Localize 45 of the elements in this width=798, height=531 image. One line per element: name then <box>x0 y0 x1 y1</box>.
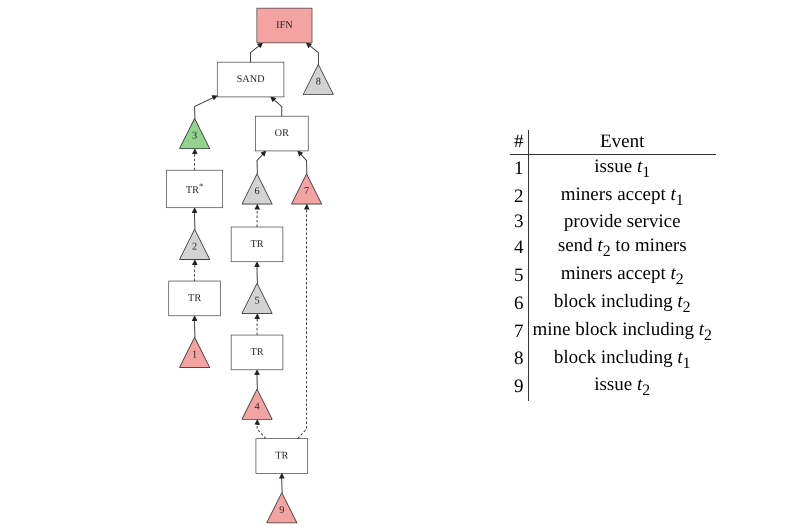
arrow <box>192 260 198 282</box>
event-description: miners accept t$_{1}$ <box>528 182 716 210</box>
node-box: TR <box>256 438 308 474</box>
arrow <box>254 419 266 440</box>
arrow <box>256 150 266 175</box>
node-box: TR <box>230 226 284 262</box>
event-description: issue t$_{2}$ <box>528 373 716 402</box>
node-box: TR$^{*}$ <box>166 170 223 208</box>
event-number: 6 <box>510 290 528 318</box>
event-description: issue t$_{1}$ <box>528 154 716 183</box>
event-number: 3 <box>510 210 528 234</box>
node-box: IFN <box>256 8 312 44</box>
event-number: 9 <box>510 373 528 402</box>
event-description: miners accept t$_{2}$ <box>528 262 716 290</box>
event-number: 7 <box>510 318 528 346</box>
arrow <box>192 316 198 338</box>
event-description: block including t$_{1}$ <box>528 346 716 374</box>
arrow <box>192 207 198 230</box>
node-box: TR <box>168 280 221 316</box>
node-box: TR <box>230 334 284 370</box>
node-box: SAND <box>216 62 284 98</box>
column-header: Event <box>528 130 716 154</box>
arrow <box>194 95 218 120</box>
arrow <box>278 473 285 494</box>
arrow <box>250 42 263 63</box>
event-number: 8 <box>510 346 528 374</box>
column-header: # <box>510 130 528 154</box>
arrow <box>297 150 308 175</box>
event-number: 1 <box>510 154 528 183</box>
arrow <box>297 204 310 440</box>
event-description: block including t$_{2}$ <box>528 290 716 318</box>
arrow <box>254 370 260 390</box>
arrow <box>254 314 260 336</box>
arrow <box>306 42 320 66</box>
arrow <box>192 148 198 171</box>
event-number: 5 <box>510 262 528 290</box>
event-number: 4 <box>510 234 528 262</box>
event-description: send t$_{2}$ to miners <box>528 234 716 262</box>
event-description: mine block including t$_{2}$ <box>528 318 716 346</box>
arrow <box>254 204 260 228</box>
event-description: provide service <box>528 210 716 234</box>
arrow <box>254 262 260 284</box>
arrow <box>270 96 282 117</box>
node-box: OR <box>255 116 309 152</box>
event-number: 2 <box>510 182 528 210</box>
